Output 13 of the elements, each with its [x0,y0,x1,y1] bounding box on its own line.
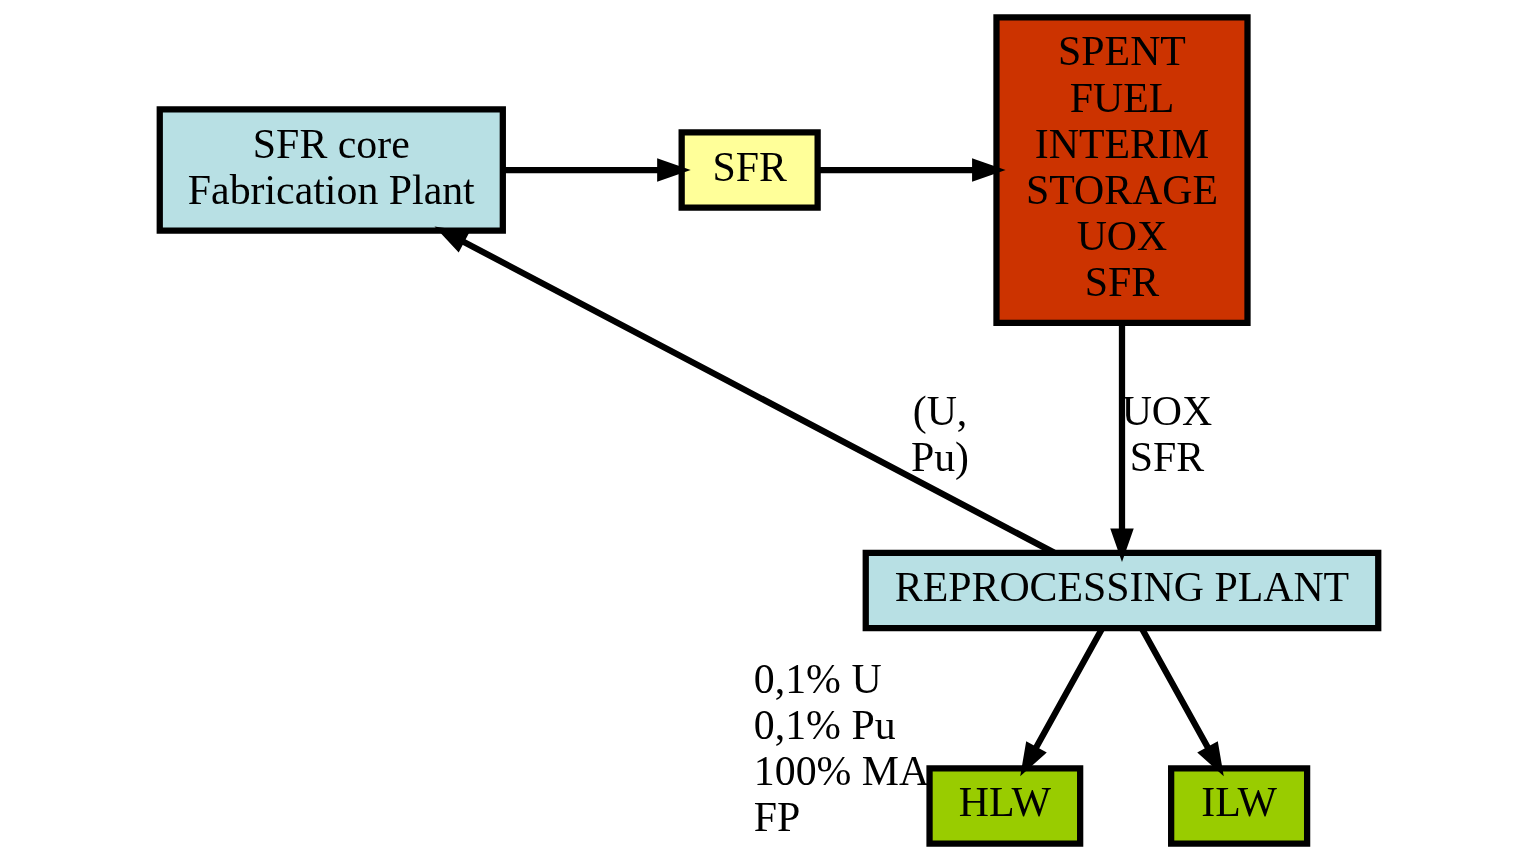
edge-label: (U, Pu) [910,387,970,480]
node-box: HLW [926,764,1084,847]
edge-label: UOX SFR [1121,387,1213,480]
node-box: SPENT FUEL INTERIM STORAGE UOX SFR [993,13,1251,326]
node-box: SFR core Fabrication Plant [156,105,506,234]
node-label: 0,1% U [753,655,882,702]
node-label: FP [753,793,801,840]
arrow [818,157,1006,182]
node-label: 0,1% Pu [753,701,896,748]
node-box: REPROCESSING PLANT [862,549,1382,631]
arrow [502,157,691,182]
node-box: ILW [1168,764,1311,847]
node-box: SFR [678,128,821,211]
